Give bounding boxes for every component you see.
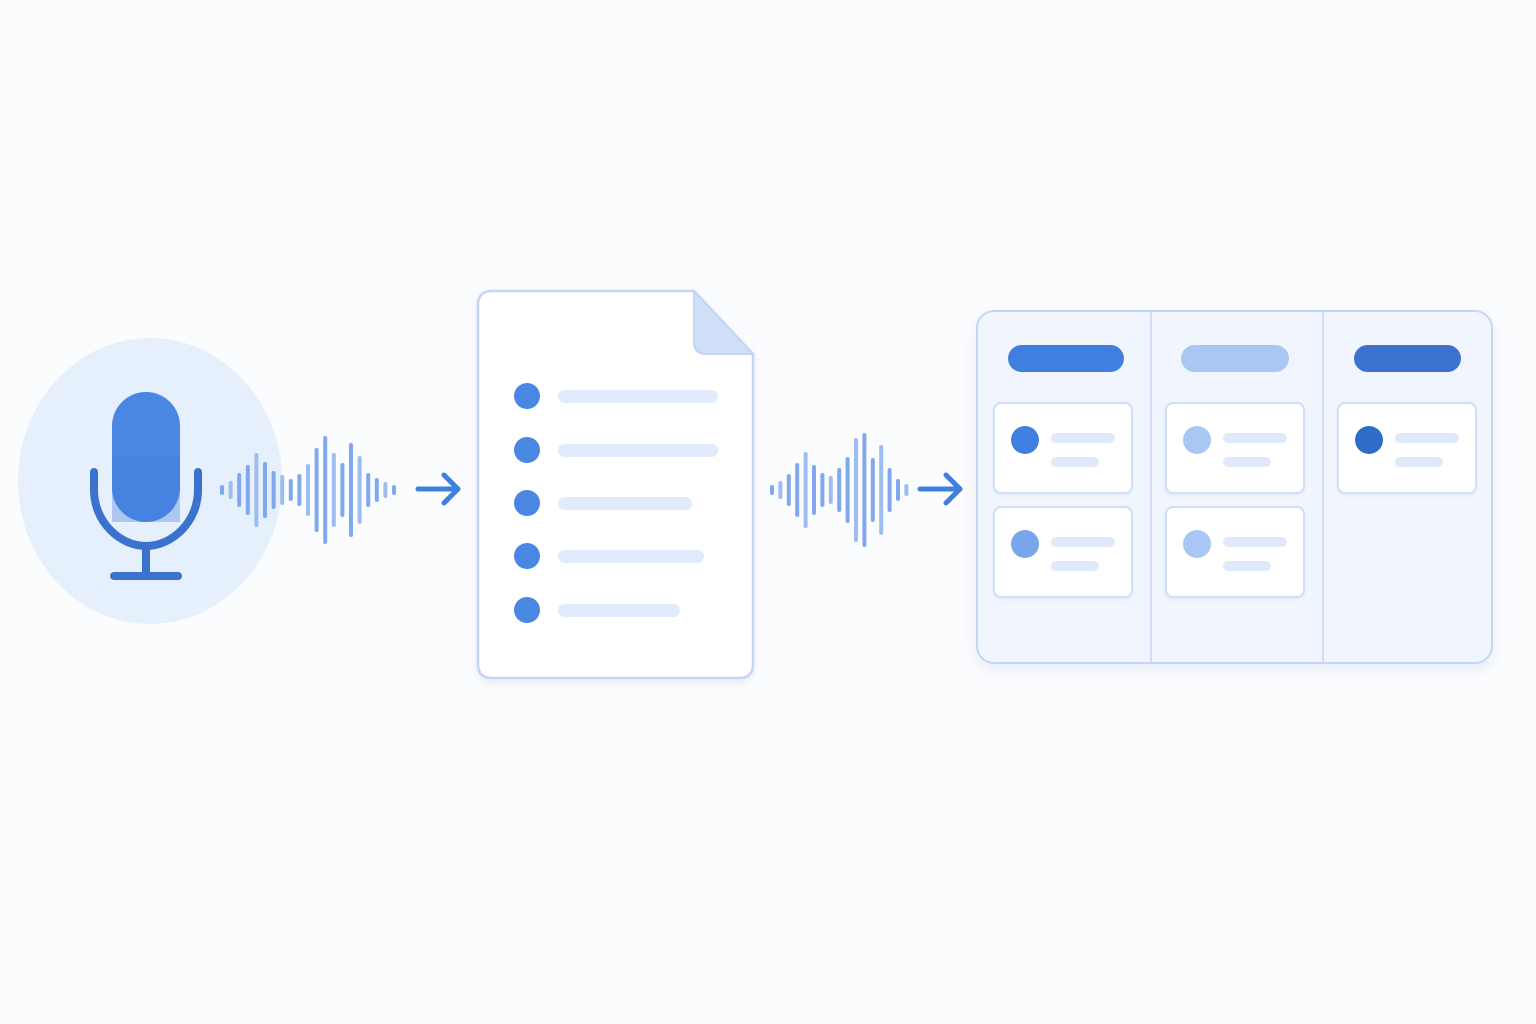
document-list-item: [514, 383, 724, 409]
arrow-right-icon: [415, 472, 461, 506]
card-avatar-dot: [1355, 426, 1383, 454]
task-card[interactable]: [1337, 402, 1477, 494]
arrow-right-icon: [917, 472, 963, 506]
card-title-placeholder: [1395, 433, 1459, 443]
card-subtitle-placeholder: [1223, 561, 1271, 571]
bullet-dot: [514, 597, 540, 623]
card-title-placeholder: [1223, 433, 1287, 443]
text-placeholder-line: [558, 497, 692, 510]
task-card[interactable]: [1165, 506, 1305, 598]
card-subtitle-placeholder: [1395, 457, 1443, 467]
document-icon: [476, 288, 756, 680]
card-subtitle-placeholder: [1051, 457, 1099, 467]
text-placeholder-line: [558, 604, 680, 617]
bullet-dot: [514, 383, 540, 409]
document-list-item: [514, 490, 724, 516]
bullet-dot: [514, 437, 540, 463]
column-header: [1354, 345, 1461, 372]
card-subtitle-placeholder: [1051, 561, 1099, 571]
text-placeholder-line: [558, 550, 704, 563]
card-avatar-dot: [1011, 530, 1039, 558]
card-title-placeholder: [1051, 433, 1115, 443]
document-list-item: [514, 543, 724, 569]
document-list-item: [514, 597, 724, 623]
bullet-dot: [514, 490, 540, 516]
card-subtitle-placeholder: [1223, 457, 1271, 467]
microphone-icon: [90, 392, 202, 580]
task-card[interactable]: [1165, 402, 1305, 494]
bullet-dot: [514, 543, 540, 569]
task-card[interactable]: [993, 402, 1133, 494]
card-title-placeholder: [1223, 537, 1287, 547]
text-placeholder-line: [558, 390, 718, 403]
card-avatar-dot: [1183, 530, 1211, 558]
column-divider: [1322, 312, 1324, 662]
card-avatar-dot: [1183, 426, 1211, 454]
column-divider: [1150, 312, 1152, 662]
sound-wave-icon: [770, 433, 909, 547]
column-header: [1008, 345, 1124, 372]
kanban-board: [976, 310, 1493, 664]
card-title-placeholder: [1051, 537, 1115, 547]
document-list-item: [514, 437, 724, 463]
card-avatar-dot: [1011, 426, 1039, 454]
task-card[interactable]: [993, 506, 1133, 598]
column-header: [1181, 345, 1289, 372]
sound-wave-icon: [220, 436, 396, 544]
text-placeholder-line: [558, 444, 718, 457]
